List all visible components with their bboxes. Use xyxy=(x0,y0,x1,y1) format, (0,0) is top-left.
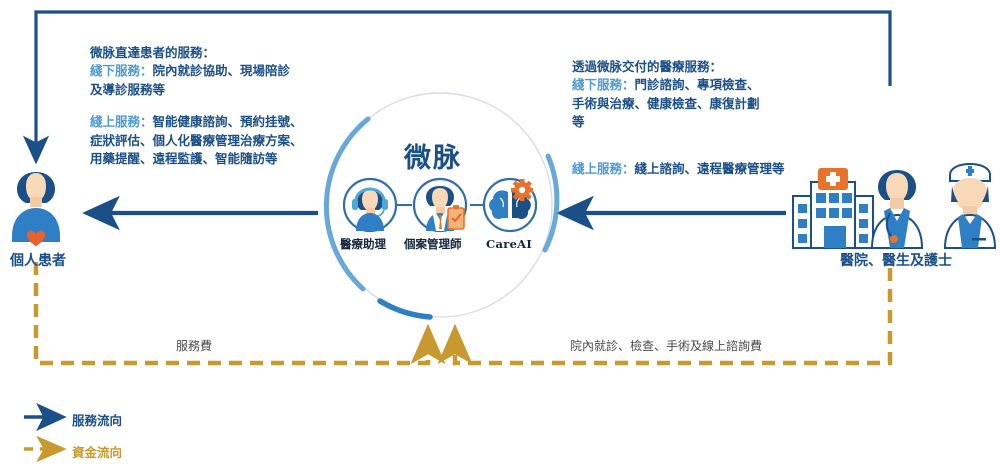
left-offline-label: 綫下服務： xyxy=(90,63,153,78)
headset-agent-icon xyxy=(342,177,398,233)
right-block-heading: 透過微脉交付的醫療服務： xyxy=(572,59,723,74)
left-service-block: 微脉直達患者的服務： 綫下服務：院內就診協助、現場陪診 及導診服務等 綫上服務：… xyxy=(90,44,330,169)
left-offline-text: 院內就診協助、現場陪診 xyxy=(152,63,291,78)
service-flow-top-path xyxy=(22,10,892,165)
center-ring-arc-bottom xyxy=(377,298,433,320)
fund-flow-patient-to-center xyxy=(33,262,446,366)
center-ring-arc-left xyxy=(323,116,371,292)
providers-label: 醫院、醫生及護士 xyxy=(840,253,952,269)
center-icon-label-1: 個案管理師 xyxy=(404,237,462,251)
right-offline-label: 綫下服務： xyxy=(572,77,635,92)
fund-flow-providers-to-center xyxy=(437,268,893,366)
fund-label-left: 服務費 xyxy=(176,339,213,353)
left-online-text2: 症狀評估、個人化醫療管理治療方案、 xyxy=(90,132,303,148)
center-icon-label-0: 醫療助理 xyxy=(340,237,386,251)
hospital-doctor-nurse-icon xyxy=(792,162,997,249)
right-service-block: 透過微脉交付的醫療服務： 綫下服務：門診諮詢、專項檢查、 手術與治療、健康檢查、… xyxy=(572,58,804,132)
left-online-group: 綫上服務：智能健康諮詢、預約挂號、 症狀評估、個人化醫療管理治療方案、 用藥提醒… xyxy=(90,113,330,169)
left-online-text: 智能健康諮詢、預約挂號、 xyxy=(152,114,303,129)
left-online-label: 綫上服務： xyxy=(90,114,153,129)
patient-heart-icon xyxy=(12,172,60,247)
right-offline-text2: 手術與治療、健康檢查、康復計劃 xyxy=(572,95,760,111)
center-icon-label-2: CareAI xyxy=(486,237,533,251)
brand-title: 微脉 xyxy=(404,143,462,174)
left-offline-text2: 及導診服務等 xyxy=(90,81,166,97)
left-online-text3: 用藥提醒、遠程監護、智能隨訪等 xyxy=(90,151,278,166)
right-online-text: 綫上諮詢、遠程醫療管理等 xyxy=(634,161,785,176)
center-ring-arc-right xyxy=(542,153,560,253)
left-offline-group: 綫下服務：院內就診協助、現場陪診 及導診服務等 xyxy=(90,62,330,99)
right-online-group: 綫上服務：綫上諮詢、遠程醫療管理等 xyxy=(572,160,785,179)
clipboard-manager-icon xyxy=(412,177,468,233)
right-offline-group: 綫下服務：門診諮詢、專項檢查、 手術與治療、健康檢查、康復計劃 等 xyxy=(572,76,804,132)
legend-fund-flow-label: 資金流向 xyxy=(72,445,123,460)
left-block-heading: 微脉直達患者的服務： xyxy=(90,45,216,60)
right-online-label: 綫上服務： xyxy=(572,161,635,176)
fund-label-right: 院內就診、檢查、手術及線上諮詢費 xyxy=(570,339,763,353)
right-offline-text3: 等 xyxy=(572,114,585,129)
brain-gear-icon xyxy=(482,177,538,233)
patient-label: 個人患者 xyxy=(10,253,66,269)
right-offline-text: 門診諮詢、專項檢查、 xyxy=(634,77,760,92)
legend-service-flow-label: 服務流向 xyxy=(72,413,123,428)
